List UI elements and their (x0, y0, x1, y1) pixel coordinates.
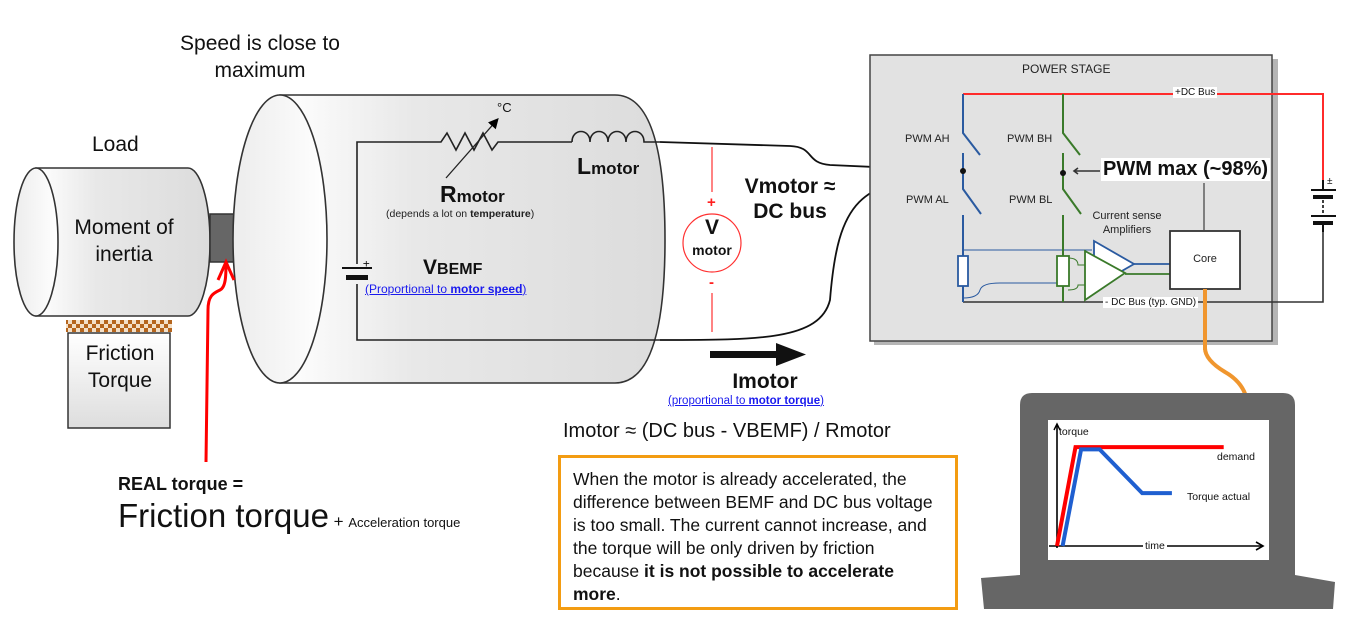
lmotor-main: L (577, 153, 592, 179)
real-torque-arrowhead (216, 258, 236, 281)
rmotor-note-post: ) (530, 208, 535, 220)
chart-ylabel: torque (1059, 426, 1089, 438)
vmotor-symbol-sub: motor (692, 242, 732, 258)
temperature-unit-label: °C (497, 100, 512, 115)
junction-a (960, 168, 966, 174)
motor-circuit (356, 118, 660, 341)
vbemf-sub: BEMF (437, 261, 483, 278)
imotor-note-bold: motor torque (748, 395, 821, 407)
shunt-resistor-a (957, 255, 969, 287)
friction-torque-box (67, 332, 171, 429)
vbemf-note-bold: motor speed (450, 282, 523, 296)
resistor-rmotor (433, 131, 515, 152)
vmotor-plus: + (707, 194, 716, 211)
rmotor-sub: motor (456, 187, 505, 206)
core-block (1169, 230, 1241, 290)
laptop-screen (1048, 420, 1269, 560)
power-stage-title: POWER STAGE (1022, 62, 1111, 76)
vbemf-main: V (423, 256, 438, 279)
friction-pad (66, 320, 172, 332)
vmotor-eq-line1: Vmotor ≈ (744, 175, 836, 198)
vbemf-note-link[interactable]: (Proportional to motor speed) (365, 282, 526, 296)
friction-torque-label: Friction Torque (85, 342, 155, 392)
current-sense-line1: Current sense (1092, 210, 1162, 222)
pwm-al-label: PWM AL (906, 194, 949, 206)
load-cylinder (13, 167, 211, 317)
chart-xlabel: time (1143, 540, 1167, 552)
vbemf-plus-sign: ± (363, 257, 370, 271)
speed-title: Speed is close to maximum (180, 32, 340, 82)
motor-cylinder (232, 94, 666, 384)
current-amp-b (1084, 249, 1127, 302)
vmotor-eq-line2: DC bus (753, 200, 827, 223)
pwm-bh-label: PWM BH (1007, 133, 1053, 145)
imotor-note-link[interactable]: (proportional to motor torque) (668, 395, 824, 407)
inductor-lmotor (571, 130, 660, 143)
note-text: When the motor is already accelerated, t… (573, 469, 933, 581)
chart-y-axis-arrow (1053, 422, 1061, 431)
wire-phase-a (659, 141, 964, 172)
rmotor-main: R (440, 181, 457, 207)
lmotor-sub: motor (591, 159, 640, 178)
imotor-note-post: ) (820, 395, 824, 407)
vmotor-probe (682, 147, 742, 332)
core-label: Core (1193, 253, 1217, 265)
rmotor-note-pre: (depends a lot on (386, 208, 471, 220)
phase-a-leg (962, 94, 1092, 302)
imotor-arrow (710, 343, 806, 366)
vbemf-label: VBEMF (423, 256, 482, 280)
vbemf-note-pre: (Proportional to (365, 282, 451, 296)
legend-demand: demand (1217, 451, 1255, 463)
real-torque-formula: Friction torque + Acceleration torque (118, 497, 460, 535)
current-equation: Imotor ≈ (DC bus - VBEMF) / Rmotor (563, 420, 891, 442)
current-sense-line2: Amplifiers (1102, 224, 1152, 236)
lmotor-label: Lmotor (577, 153, 639, 180)
vmotor-minus: - (709, 274, 714, 291)
note-text-bold: it is not possible to accelerate more (573, 561, 894, 604)
explanation-note: When the motor is already accelerated, t… (558, 455, 958, 610)
plus-sign: + (328, 512, 349, 531)
real-torque-arrow (204, 261, 228, 463)
note-text-end: . (615, 584, 621, 604)
chart-x-axis-arrow (1255, 541, 1265, 551)
dc-supply-battery-icon (1311, 180, 1336, 232)
shunt-resistor-b (1056, 255, 1070, 287)
battery-plus-sign: ± (1327, 176, 1333, 187)
dc-bus-plus-wire (963, 93, 1324, 180)
real-torque-heading: REAL torque = (118, 474, 244, 494)
pwm-max-pointer (1072, 167, 1100, 175)
vmotor-symbol: V (704, 216, 719, 239)
dc-bus-minus-wire (963, 232, 1324, 303)
rmotor-note: (depends a lot on temperature) (386, 208, 534, 220)
phase-b-leg (1062, 94, 1085, 302)
rmotor-note-bold: temperature (470, 208, 531, 220)
dc-bus-plus-label: +DC Bus (1173, 87, 1218, 98)
load-label: Load (92, 133, 139, 156)
chart-series-demand (1055, 445, 1224, 547)
imotor-label: Imotor (732, 370, 798, 393)
vbemf-note-post: ) (522, 282, 527, 296)
laptop-icon (981, 393, 1335, 609)
legend-torque-actual: Torque actual (1187, 491, 1251, 503)
current-sense-label: Current sense Amplifiers (1082, 209, 1172, 237)
junction-b (1060, 170, 1066, 176)
chart-series-torque-actual (1060, 447, 1172, 547)
dc-bus-minus-label: - DC Bus (typ. GND) (1103, 297, 1199, 308)
pwm-bl-label: PWM BL (1009, 194, 1053, 206)
vbemf-battery-icon (342, 267, 372, 280)
imotor-note-pre: (proportional to (668, 395, 749, 407)
pwm-max-label: PWM max (~98%) (1101, 158, 1271, 181)
rmotor-label: Rmotor (440, 181, 505, 208)
pwm-ah-label: PWM AH (905, 133, 950, 145)
friction-torque-term: Friction torque (118, 497, 329, 534)
acceleration-torque-term: Acceleration torque (348, 515, 461, 530)
moment-of-inertia-label: Moment of inertia (74, 216, 174, 266)
